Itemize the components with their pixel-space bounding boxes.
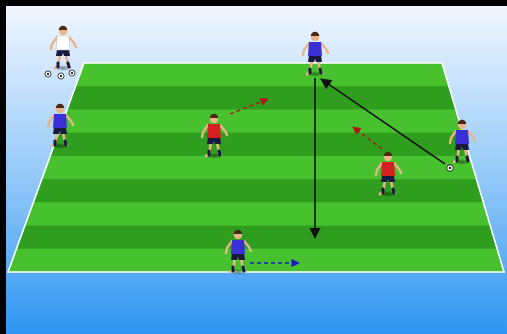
pitch-stripe [0,226,507,250]
soccer-ball-icon [45,71,51,77]
soccer-ball-icon [447,165,453,171]
pitch-stripe [0,133,507,157]
pitch-stripe [0,156,507,180]
pitch-stripe [0,249,507,273]
soccer-ball-icon [58,73,64,79]
soccer-ball-icon [69,70,75,76]
pitch-stripe [0,109,507,133]
pitch-stripe [0,179,507,203]
pitch-stripe [0,202,507,226]
pitch [0,63,507,273]
pitch-stripe [0,86,507,110]
